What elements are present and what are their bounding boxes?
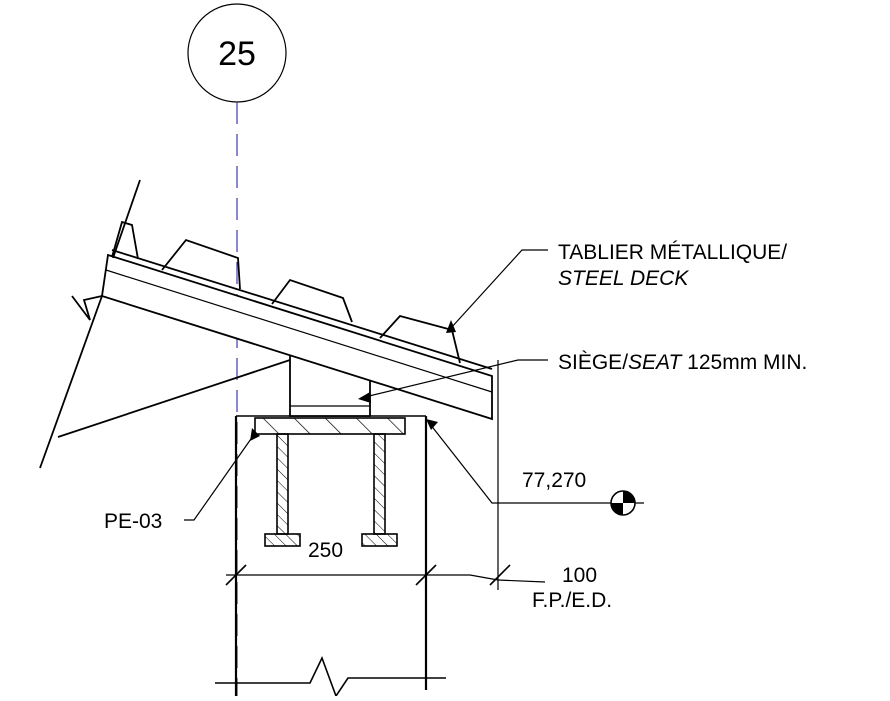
annotation-texts: TABLIER MÉTALLIQUE/ STEEL DECK SIÈGE/SEA…: [104, 241, 807, 612]
embed-plate: [254, 417, 406, 547]
grid-label: 25: [218, 35, 256, 73]
fp-ed-label: F.P./E.D.: [532, 589, 612, 612]
leader-arrows: [250, 320, 456, 441]
elevation-marker: 77,270: [498, 469, 644, 516]
deck-label-en: STEEL DECK: [558, 267, 689, 290]
seat-label: SIÈGE/SEAT 125mm MIN.: [558, 351, 807, 374]
leader-lines: [184, 249, 548, 521]
elevation-label: 77,270: [522, 469, 586, 492]
deck-label-fr: TABLIER MÉTALLIQUE/: [558, 241, 787, 264]
dimension-lines: [225, 360, 546, 590]
dim-250-label: 250: [308, 539, 343, 562]
plate-label: PE-03: [104, 510, 162, 533]
joist-and-deck: [39, 179, 493, 469]
dim-100-label: 100: [562, 564, 597, 587]
column-break-line: [215, 655, 446, 698]
grid-bubble: 25: [187, 3, 287, 103]
